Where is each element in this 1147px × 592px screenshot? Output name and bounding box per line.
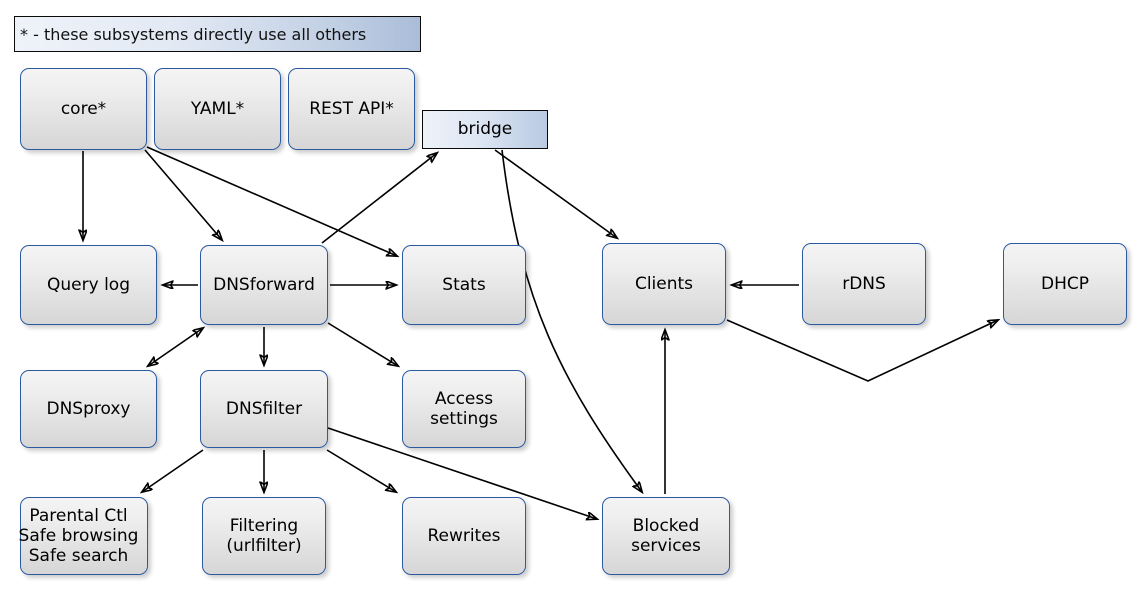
edge-clients-dhcp — [726, 320, 998, 382]
node-rdns-label: rDNS — [842, 273, 886, 294]
edge-dnsforward-bridge — [321, 153, 437, 244]
node-query-log[interactable]: Query log — [20, 245, 157, 325]
node-dnsforward[interactable]: DNSforward — [200, 245, 328, 325]
edge-dnsfilter-parental — [142, 449, 204, 492]
node-dnsfilter-label: DNSfilter — [225, 398, 303, 419]
node-rest-api-label: REST API* — [309, 98, 394, 119]
node-dhcp[interactable]: DHCP — [1003, 243, 1127, 325]
edge-dnsfilter-rewrites — [326, 449, 396, 492]
node-dnsproxy[interactable]: DNSproxy — [20, 370, 157, 448]
edge-dnsforward-access — [327, 322, 398, 366]
node-yaml-label: YAML* — [190, 98, 245, 119]
node-stats-label: Stats — [442, 274, 486, 295]
node-core[interactable]: core* — [20, 68, 147, 150]
legend-banner: * - these subsystems directly use all ot… — [14, 16, 421, 52]
node-yaml[interactable]: YAML* — [154, 68, 281, 150]
node-dnsfilter[interactable]: DNSfilter — [200, 370, 328, 448]
node-rewrites[interactable]: Rewrites — [402, 497, 526, 575]
node-core-label: core* — [60, 98, 107, 119]
node-rest-api[interactable]: REST API* — [288, 68, 415, 150]
node-blocked-services[interactable]: Blocked services — [602, 497, 730, 575]
node-filtering-urlfilter[interactable]: Filtering (urlfilter) — [202, 497, 326, 575]
node-rdns[interactable]: rDNS — [802, 243, 926, 325]
node-access-settings[interactable]: Access settings — [402, 370, 526, 448]
node-stats[interactable]: Stats — [402, 245, 526, 325]
edge-dnsforward-dnsproxy — [148, 328, 203, 366]
node-dnsproxy-label: DNSproxy — [46, 398, 131, 419]
edge-core-stats — [146, 146, 397, 256]
node-rewrites-label: Rewrites — [427, 525, 501, 546]
edge-core-dnsforward — [144, 149, 222, 240]
node-dhcp-label: DHCP — [1041, 273, 1089, 294]
node-query-log-label: Query log — [47, 274, 130, 295]
edge-bridge-clients — [494, 149, 617, 238]
node-clients[interactable]: Clients — [602, 243, 726, 325]
node-filtering-urlfilter-label: Filtering (urlfilter) — [226, 515, 302, 556]
node-bridge[interactable]: bridge — [422, 110, 548, 149]
node-bridge-label: bridge — [457, 119, 513, 140]
node-blocked-services-label: Blocked services — [631, 515, 701, 556]
node-dnsforward-label: DNSforward — [213, 274, 315, 295]
node-parental-control[interactable]: Parental Ctl Safe browsing Safe search — [19, 497, 148, 575]
node-access-settings-label: Access settings — [430, 388, 498, 429]
legend-text: * - these subsystems directly use all ot… — [20, 24, 367, 44]
node-clients-label: Clients — [634, 273, 694, 294]
node-parental-control-label: Parental Ctl Safe browsing Safe search — [18, 505, 139, 567]
